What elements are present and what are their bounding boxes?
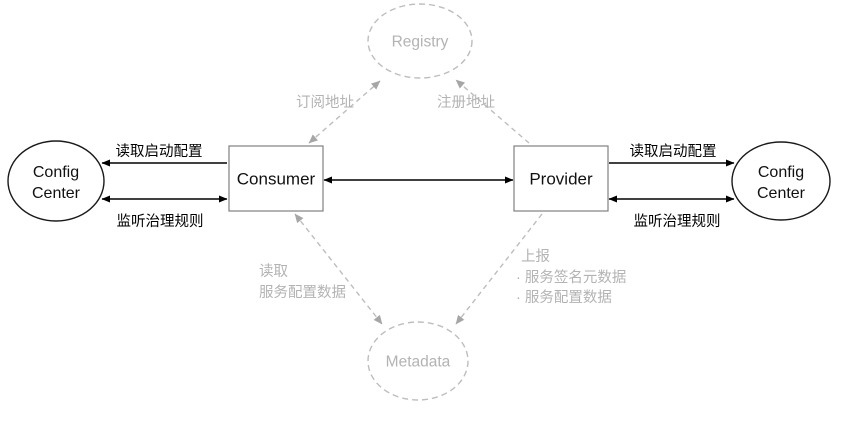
- provider-node: [513, 145, 609, 212]
- read-startup-config-right-label: 读取启动配置: [630, 143, 717, 160]
- edge-consumer-metadata: [294, 213, 383, 325]
- consumer-label: Consumer: [237, 170, 316, 189]
- provider-label: Provider: [529, 170, 593, 189]
- read-metadata-label-line2: 服务配置数据: [259, 284, 346, 301]
- metadata-label: Metadata: [386, 354, 451, 371]
- edge-provider-registry: [455, 79, 530, 144]
- report-item2-label: · 服务配置数据: [516, 289, 612, 306]
- subscribe-address-label: 订阅地址: [296, 94, 354, 111]
- report-title-label: 上报: [521, 248, 550, 265]
- report-item1-label: · 服务签名元数据: [516, 269, 626, 286]
- config-center-left-node: [7, 140, 105, 222]
- consumer-node: [228, 145, 324, 212]
- edge-provider-metadata: [455, 213, 543, 325]
- metadata-node: [367, 321, 469, 401]
- read-startup-config-left-label: 读取启动配置: [116, 143, 203, 160]
- config-center-right-node: [731, 141, 831, 221]
- edge-consumer-registry: [308, 80, 381, 144]
- config-center-left-label-line1: Config: [33, 164, 79, 181]
- read-metadata-label-line1: 读取: [259, 263, 288, 280]
- listen-governance-rules-left-label: 监听治理规则: [117, 213, 204, 230]
- register-address-label: 注册地址: [437, 94, 495, 111]
- registry-node: [367, 3, 473, 79]
- config-center-right-label-line2: Center: [757, 185, 806, 202]
- config-center-left-label-line2: Center: [32, 185, 81, 202]
- listen-governance-rules-right-label: 监听治理规则: [634, 213, 721, 230]
- registry-label: Registry: [392, 34, 449, 51]
- config-center-right-label-line1: Config: [758, 164, 804, 181]
